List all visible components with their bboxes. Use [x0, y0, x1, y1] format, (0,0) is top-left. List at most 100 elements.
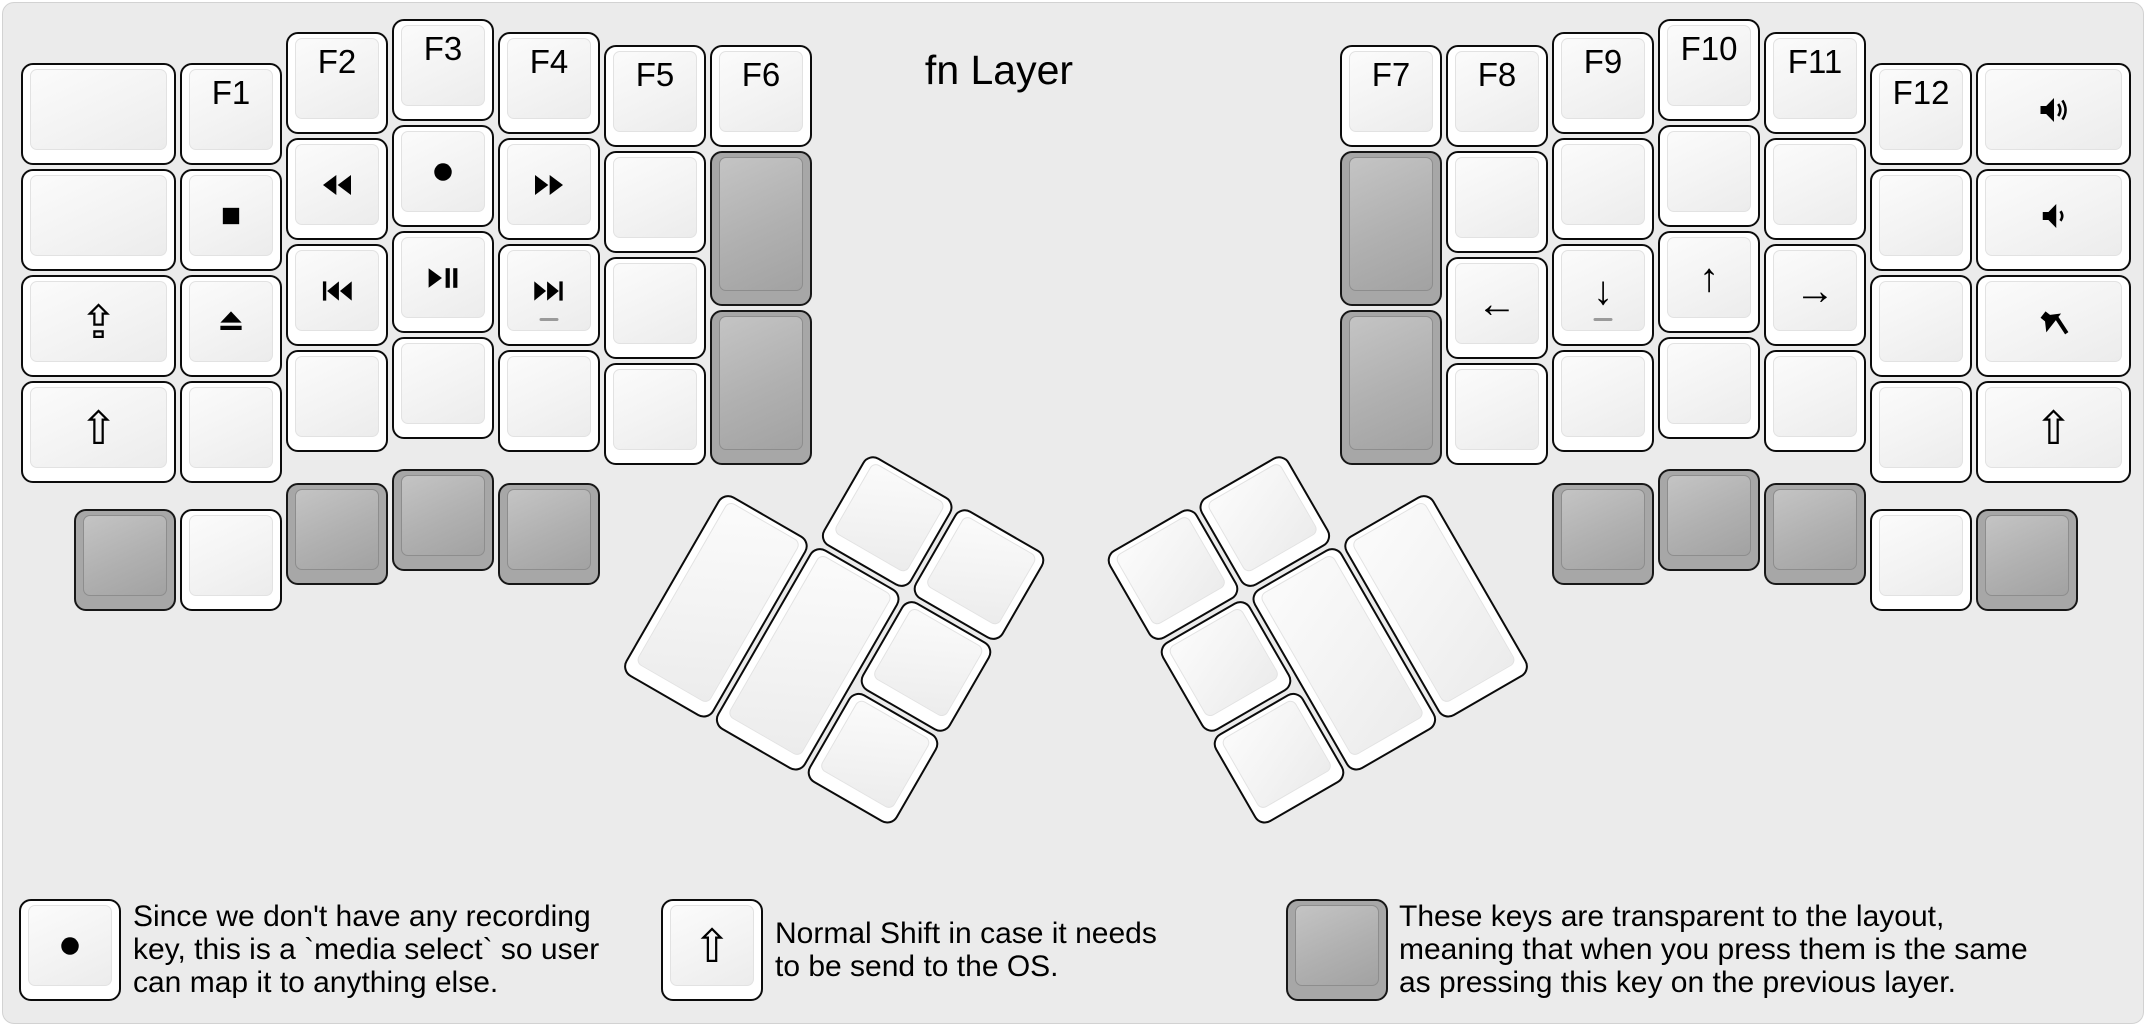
key-eject[interactable]: [180, 275, 282, 377]
key-stop[interactable]: [180, 169, 282, 271]
key-blank-l2r4[interactable]: [180, 381, 282, 483]
key-label: F5: [635, 56, 675, 93]
key-next-track[interactable]: [498, 244, 600, 346]
key-blank-lb2[interactable]: [180, 509, 282, 611]
key-label: F2: [317, 43, 357, 80]
key-transparent-lb3[interactable]: [286, 483, 388, 585]
key-transparent-l7t1[interactable]: [710, 151, 812, 306]
key-f7[interactable]: F7: [1340, 45, 1442, 147]
key-arrow-down[interactable]: ↓: [1552, 244, 1654, 346]
legend-text-normal-shift: Normal Shift in case it needs to be send…: [775, 917, 1157, 983]
keycap: [401, 475, 485, 556]
key-transparent-l7t2[interactable]: [710, 310, 812, 465]
key-mute[interactable]: [1976, 275, 2131, 377]
key-blank-l6r4[interactable]: [604, 363, 706, 465]
keycap: [1985, 69, 2122, 150]
key-f8[interactable]: F8: [1446, 45, 1548, 147]
key-transparent-r7t1[interactable]: [1340, 151, 1442, 306]
legend-sample-key: ⇧: [661, 899, 763, 1001]
key-arrow-up[interactable]: ↑: [1658, 231, 1760, 333]
key-transparent-rb3[interactable]: [1764, 483, 1866, 585]
key-label: F6: [741, 56, 781, 93]
key-volume-up[interactable]: [1976, 63, 2131, 165]
key-transparent-r7t2[interactable]: [1340, 310, 1442, 465]
key-blank-r4r2[interactable]: [1658, 125, 1760, 227]
keycap: [295, 489, 379, 570]
legend-key-record: [19, 899, 121, 1001]
keycap: [189, 387, 273, 468]
key-transparent-lb4[interactable]: [392, 469, 494, 571]
key-shift-left[interactable]: ⇧: [21, 381, 176, 483]
key-label: F9: [1583, 43, 1623, 80]
key-f4[interactable]: F4: [498, 32, 600, 134]
keycap: [1561, 489, 1645, 570]
key-blank-l1r2[interactable]: [21, 169, 176, 271]
key-f11[interactable]: F11: [1764, 32, 1866, 134]
key-blank-r6r2[interactable]: [1446, 151, 1548, 253]
key-label: F3: [423, 30, 463, 67]
key-shift-right[interactable]: ⇧: [1976, 381, 2131, 483]
key-blank-l3r4[interactable]: [286, 350, 388, 452]
key-f12[interactable]: F12: [1870, 63, 1972, 165]
key-f5[interactable]: F5: [604, 45, 706, 147]
keycap: F11: [1773, 38, 1857, 119]
key-blank-rb2[interactable]: [1870, 509, 1972, 611]
key-label: →: [1795, 268, 1835, 313]
key-blank-l6r2[interactable]: [604, 151, 706, 253]
keycap: [507, 489, 591, 570]
keycap: ⇧: [1985, 387, 2122, 468]
key-f3[interactable]: F3: [392, 19, 494, 121]
keycap: [1985, 281, 2122, 362]
keycap: [1455, 157, 1539, 238]
key-f6[interactable]: F6: [710, 45, 812, 147]
keycap: [719, 316, 803, 450]
key-blank-l6r3[interactable]: [604, 257, 706, 359]
key-transparent-rb1[interactable]: [1976, 509, 2078, 611]
key-blank-r2r2[interactable]: [1870, 169, 1972, 271]
keycap: [295, 356, 379, 437]
key-volume-down[interactable]: [1976, 169, 2131, 271]
key-blank-r3r2[interactable]: [1764, 138, 1866, 240]
key-f2[interactable]: F2: [286, 32, 388, 134]
key-label: F8: [1477, 56, 1517, 93]
key-blank-l5r4[interactable]: [498, 350, 600, 452]
keycap: [295, 144, 379, 225]
key-blank-r2r3[interactable]: [1870, 275, 1972, 377]
key-blank-r5r2[interactable]: [1552, 138, 1654, 240]
keycap: [507, 250, 591, 331]
record-icon: [429, 158, 457, 186]
key-f1[interactable]: F1: [180, 63, 282, 165]
keycap: [1667, 131, 1751, 212]
key-fast-forward[interactable]: [498, 138, 600, 240]
key-blank-l1r1[interactable]: [21, 63, 176, 165]
layer-title: fn Layer: [924, 47, 1074, 93]
legend-sample-key: [19, 899, 121, 1001]
key-f10[interactable]: F10: [1658, 19, 1760, 121]
key-blank-r3r4[interactable]: [1764, 350, 1866, 452]
key-f9[interactable]: F9: [1552, 32, 1654, 134]
key-transparent-rb4[interactable]: [1658, 469, 1760, 571]
keycap: [1205, 461, 1320, 574]
key-play-pause[interactable]: [392, 231, 494, 333]
key-prev-track[interactable]: [286, 244, 388, 346]
vol-up-icon: [2036, 92, 2072, 128]
keycap: [613, 157, 697, 238]
key-blank-r6r4[interactable]: [1446, 363, 1548, 465]
key-blank-r5r4[interactable]: [1552, 350, 1654, 452]
legend-key-transparent: [1286, 899, 1388, 1001]
keycap: [1667, 343, 1751, 424]
key-transparent-lb1[interactable]: [74, 509, 176, 611]
key-arrow-right[interactable]: →: [1764, 244, 1866, 346]
key-transparent-rb5[interactable]: [1552, 483, 1654, 585]
keycap: F12: [1879, 69, 1963, 150]
key-blank-l4r4[interactable]: [392, 337, 494, 439]
key-capslock[interactable]: ⇪: [21, 275, 176, 377]
key-blank-r2r4[interactable]: [1870, 381, 1972, 483]
key-transparent-lb5[interactable]: [498, 483, 600, 585]
keycap: [1114, 514, 1228, 627]
key-record[interactable]: [392, 125, 494, 227]
key-rewind[interactable]: [286, 138, 388, 240]
key-blank-r4r4[interactable]: [1658, 337, 1760, 439]
keycap: [719, 157, 803, 291]
key-arrow-left[interactable]: ←: [1446, 257, 1548, 359]
